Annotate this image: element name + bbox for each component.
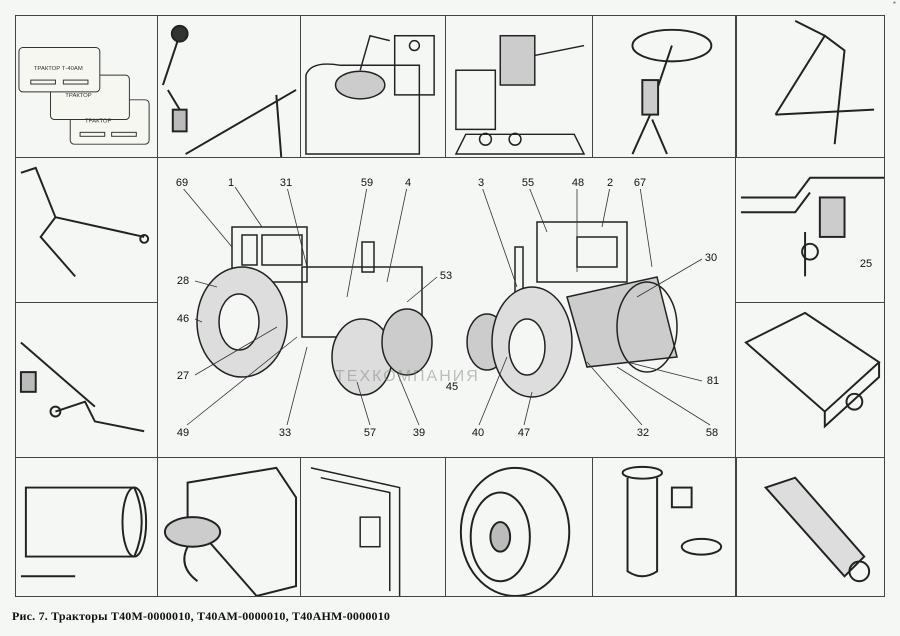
callout-32: 32 [635, 427, 651, 439]
panel-drawbar [735, 302, 885, 458]
callout-67: 67 [632, 177, 648, 189]
tractor-front-left [196, 226, 433, 396]
panel-nameplates: ТРАКТОР Т-40АМ ТРАКТОР ТРАКТОР [15, 15, 158, 158]
callout-69: 69 [174, 177, 190, 189]
callout-2: 2 [605, 177, 615, 189]
callout-30: 30 [703, 252, 719, 264]
panel-pedal-linkage [15, 302, 158, 458]
callout-46: 46 [175, 313, 191, 325]
callout-1: 1 [226, 177, 236, 189]
callout-57: 57 [362, 427, 378, 439]
callout-leaders [181, 186, 711, 426]
panel-gear-lever [157, 15, 301, 158]
panel-cab-door [300, 457, 446, 597]
corner-mark: * [892, 0, 896, 9]
panel-cardan-shaft [735, 457, 885, 597]
watermark: ТЕХКОМПАНИЯ [335, 368, 480, 385]
callout-48: 48 [570, 177, 586, 189]
callout-28: 28 [175, 275, 191, 287]
callout-27: 27 [175, 370, 191, 382]
panel-pre-cleaner [592, 457, 737, 597]
callout-31: 31 [278, 177, 294, 189]
callout-53: 53 [438, 270, 454, 282]
panel-control-rods [15, 157, 158, 303]
nameplate-text: ТРАКТОР Т-40АМ [34, 66, 83, 72]
callout-49: 49 [175, 427, 191, 439]
callout-40: 40 [470, 427, 486, 439]
callout-4: 4 [403, 177, 413, 189]
tractor-general-view [157, 157, 735, 457]
panel-starter-motor [15, 457, 158, 597]
panel-rear-wheel [445, 457, 593, 597]
callout-81: 81 [705, 375, 721, 387]
callout-58: 58 [704, 427, 720, 439]
panel-hydraulic-distributor [445, 15, 593, 158]
callout-39: 39 [411, 427, 427, 439]
callout-33: 33 [277, 427, 293, 439]
figure-caption: Рис. 7. Тракторы Т40М-0000010, Т40АМ-000… [12, 609, 391, 623]
tractor-rear-right [466, 221, 678, 398]
panel-fuel-tank [300, 15, 446, 158]
callout-55: 55 [520, 177, 536, 189]
callout-25: 25 [858, 258, 874, 270]
callout-47: 47 [516, 427, 532, 439]
panel-rear-linkage [735, 15, 885, 158]
svg-text:ТРАКТОР: ТРАКТОР [85, 118, 111, 124]
panel-steering-wheel [592, 15, 737, 158]
panel-air-filter-tank [157, 457, 301, 597]
panel-brake-valve [735, 157, 885, 303]
callout-59: 59 [359, 177, 375, 189]
callout-3: 3 [476, 177, 486, 189]
callout-45: 45 [444, 381, 460, 393]
svg-text:ТРАКТОР: ТРАКТОР [65, 93, 91, 99]
